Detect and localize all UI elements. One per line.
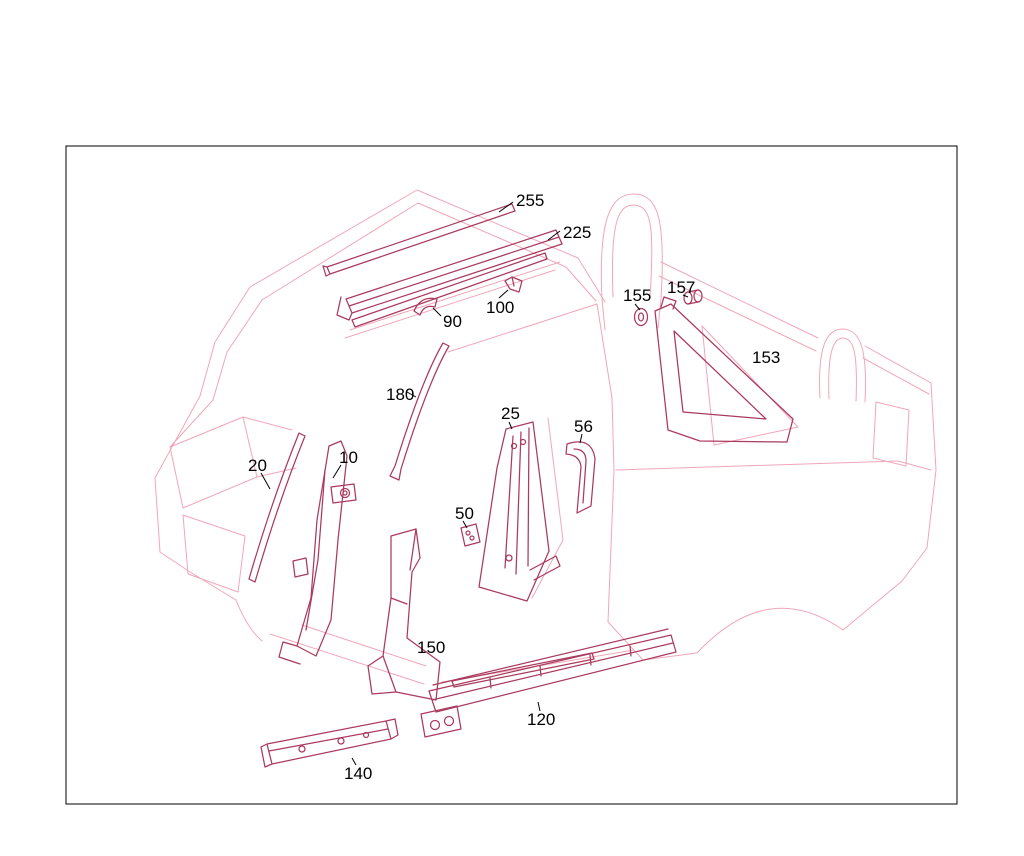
rocker-hole: [443, 715, 455, 727]
clip-hole: [465, 530, 471, 536]
part-label-157: 157: [667, 278, 695, 297]
part-255-roof-rail: [322, 203, 516, 277]
part-10-hinge-pillar: [278, 440, 357, 665]
part-label-225: 225: [563, 223, 591, 242]
part-label-120: 120: [527, 710, 555, 729]
rocker-hole: [429, 719, 441, 731]
sill-hole: [362, 731, 370, 739]
part-150-side-panel: [367, 528, 441, 701]
part-label-50: 50: [455, 504, 474, 523]
sill-hole: [337, 737, 345, 745]
part-155-grommet: [633, 307, 649, 327]
part-50-clip: [460, 523, 481, 547]
part-100-bracket: [504, 276, 523, 293]
part-label-150: 150: [417, 638, 445, 657]
part-120-rocker-panel: [420, 628, 677, 738]
diagram-border: [65, 145, 958, 805]
part-label-155: 155: [623, 286, 651, 305]
part-label-180: 180: [386, 385, 414, 404]
door-aperture-outline: [269, 303, 698, 685]
pillar-hole: [505, 554, 513, 562]
part-labels: 255 225 100 90 180 155 157 153 25 56 20 …: [248, 191, 780, 783]
part-90-bracket: [413, 297, 438, 316]
leader-lines: [260, 201, 689, 766]
part-56-bracket: [565, 441, 596, 514]
roof-outline: [199, 189, 606, 401]
part-180-pillar-strip: [389, 342, 450, 481]
part-label-100: 100: [486, 298, 514, 317]
part-label-20: 20: [248, 456, 267, 475]
part-label-90: 90: [443, 312, 462, 331]
sill-hole: [298, 745, 306, 753]
part-25-b-pillar-panel: [478, 421, 561, 602]
part-20-pillar-strip: [248, 432, 306, 583]
pillar-hole: [519, 438, 527, 446]
part-225-roof-rail: [336, 229, 563, 328]
pillar-hole: [510, 442, 518, 450]
front-body-outline: [154, 395, 297, 642]
part-label-25: 25: [501, 404, 520, 423]
part-label-255: 255: [516, 191, 544, 210]
hinge-hole: [342, 490, 348, 496]
part-157-plug: [683, 289, 703, 305]
hinge-hole: [339, 487, 351, 499]
part-label-56: 56: [574, 417, 593, 436]
part-label-140: 140: [344, 764, 372, 783]
part-label-10: 10: [339, 448, 358, 467]
rear-body-outline: [600, 193, 937, 654]
vehicle-body-outline: [154, 189, 937, 685]
part-153-quarter-panel: [654, 296, 794, 443]
clip-hole: [469, 535, 475, 541]
part-label-153: 153: [752, 348, 780, 367]
part-140-sill-member: [260, 718, 399, 768]
